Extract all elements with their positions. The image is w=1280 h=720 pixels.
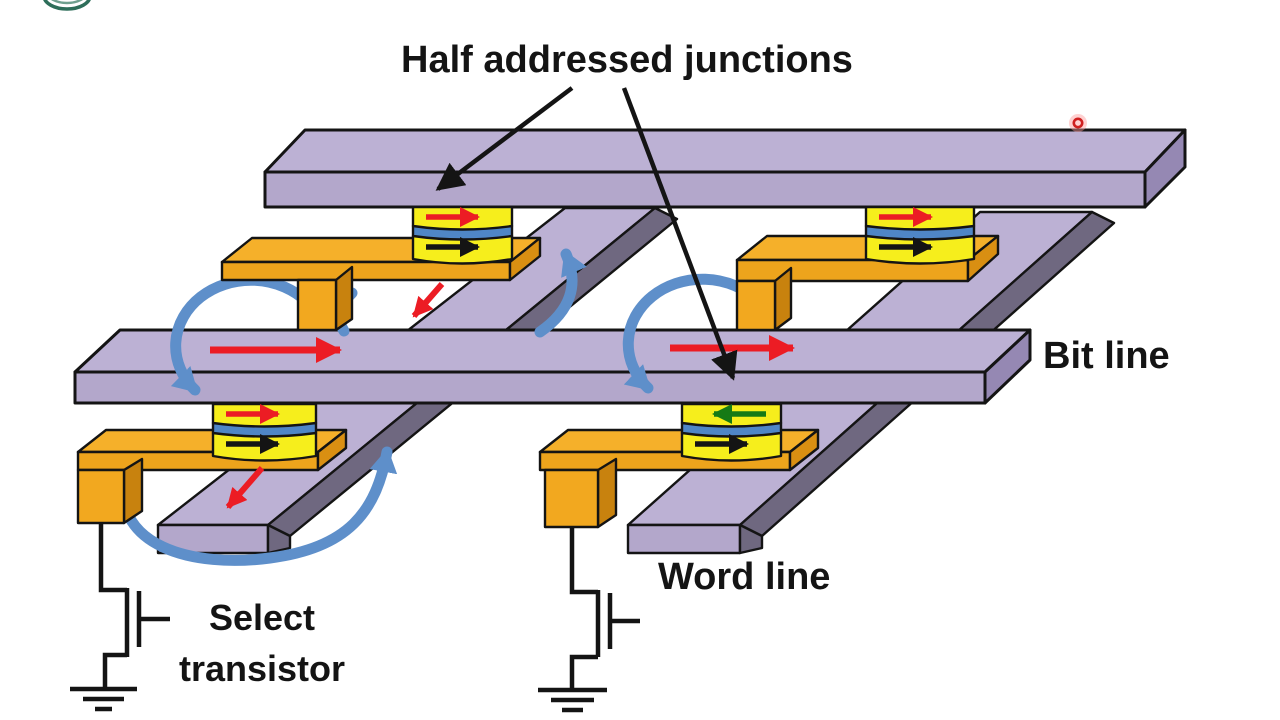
callout-arrow-top-left-junction — [435, 86, 574, 191]
bit-line-back — [263, 128, 1187, 209]
word-line-current-arrow-front — [225, 466, 265, 509]
select-transistor-label-line2: transistor — [179, 648, 345, 689]
logo-fragment-icon — [43, 0, 91, 11]
mtj-junction-top-right — [864, 205, 976, 265]
mtj-junction-top-left — [411, 205, 514, 265]
bit-line-label: Bit line — [1043, 335, 1170, 377]
mtj-junction-bottom-left — [211, 402, 318, 462]
ground-icon — [70, 686, 137, 712]
callout-arrow-bottom-center-junction — [621, 87, 738, 381]
field-arc-bitline-left-icon — [170, 274, 313, 396]
field-arc-wordline-back-icon — [534, 248, 587, 338]
cursor-dot-icon — [1069, 114, 1087, 132]
select-transistor-left — [70, 523, 170, 712]
word-line-current-arrow-back — [411, 282, 445, 318]
diagram-title: Half addressed junctions — [401, 39, 853, 81]
select-transistor-label-line1: Select — [209, 597, 315, 638]
ground-icon — [538, 687, 607, 713]
field-arc-wordline-front-icon — [117, 446, 398, 566]
mtj-junction-bottom-center — [680, 402, 783, 462]
field-arc-bitline-center-icon — [622, 273, 763, 394]
word-line-label: Word line — [658, 556, 830, 598]
bit-line-front — [73, 328, 1032, 405]
select-transistor-center — [538, 527, 640, 713]
